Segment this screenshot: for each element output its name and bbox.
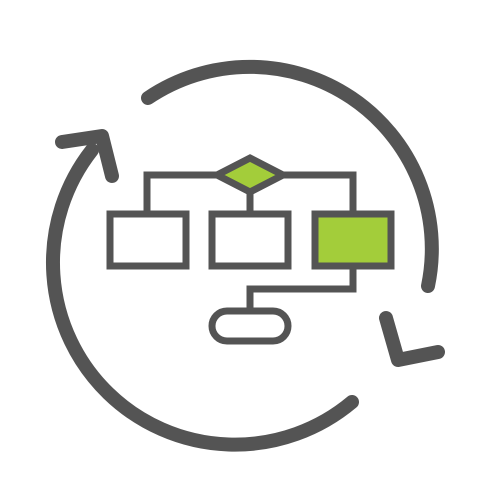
terminal-pill [208, 307, 292, 345]
refresh-arc-top-icon [141, 59, 439, 293]
process-box-left [106, 210, 190, 270]
connector-top-bus-right [279, 171, 357, 218]
refresh-arc-bottom-icon [45, 143, 359, 452]
decision-diamond-icon [209, 154, 291, 196]
process-box-middle [208, 210, 292, 270]
process-box-right-highlighted [311, 210, 395, 270]
connector-right-to-pill [246, 262, 357, 315]
refresh-arrow-bottom-icon [379, 311, 445, 367]
connector-top-bus [143, 171, 221, 218]
refresh-arrow-top-icon [55, 129, 119, 183]
refresh-arrows [45, 59, 445, 452]
